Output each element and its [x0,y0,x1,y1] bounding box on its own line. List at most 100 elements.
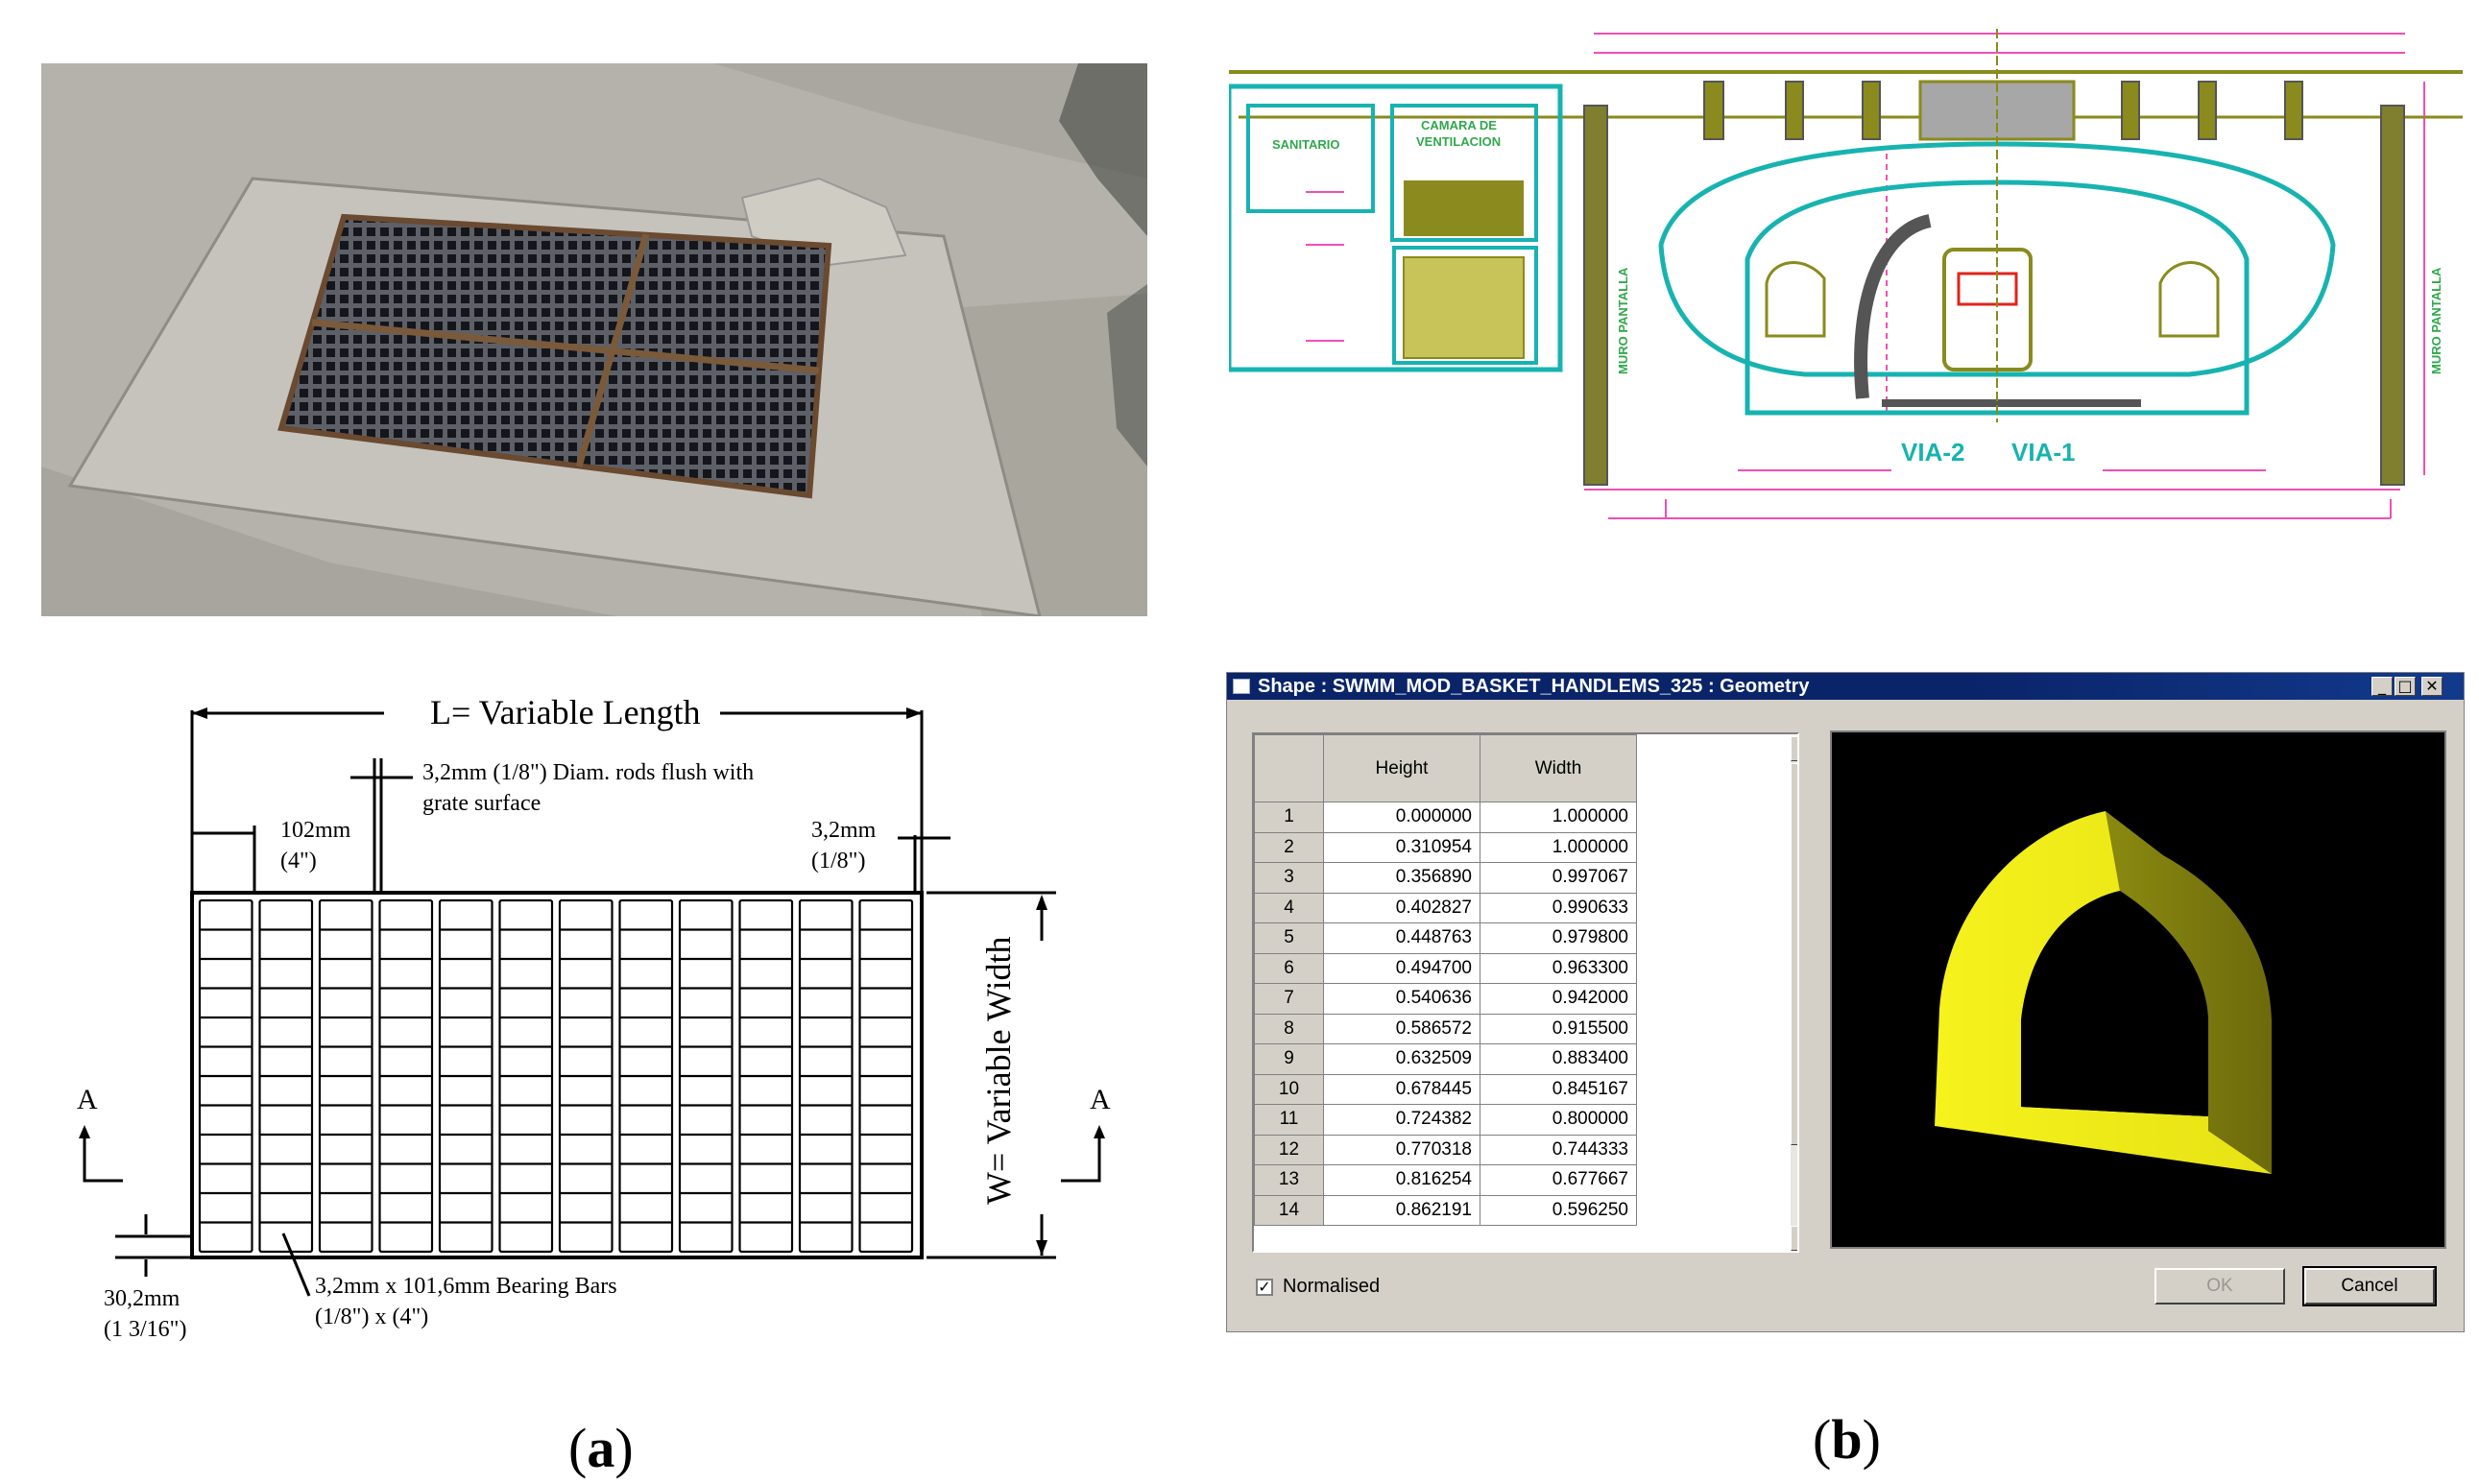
section-label-right: A [1090,1084,1111,1115]
spacing-mm-label: 102mm [280,818,351,843]
width-label: W= Variable Width [979,937,1018,1205]
row-number: 5 [1254,922,1324,954]
checkbox-check-icon[interactable]: ✓ [1256,1278,1273,1296]
window-title: Shape : SWMM_MOD_BASKET_HANDLEMS_325 : G… [1258,676,1810,697]
height-cell[interactable]: 0.632509 [1323,1043,1480,1075]
width-cell[interactable]: 0.990633 [1480,892,1637,923]
camara-label-1: CAMARA DE [1421,118,1497,132]
muro-pantalla-left-label: MURO PANTALLA [1616,267,1630,374]
height-cell[interactable]: 0.310954 [1323,831,1480,863]
bars-label-2: (1/8") x (4") [315,1304,428,1329]
caption-b: (b) [1813,1408,1881,1471]
width-cell[interactable]: 0.979800 [1480,922,1637,954]
scroll-thumb[interactable] [1791,763,1797,1145]
tunnel-cad-drawing: SANITARIO CAMARA DE VENTILACION VIA-2 VI… [1229,29,2463,519]
row-number: 7 [1254,983,1324,1015]
via-1-label: VIA-1 [2011,438,2075,467]
maximize-button[interactable]: □ [2395,677,2416,696]
row-number: 14 [1254,1194,1324,1226]
bearing-bar-grid [198,898,914,1254]
column-header-width[interactable]: Width [1480,734,1637,802]
row-number: 11 [1254,1104,1324,1136]
spacing-in-label: (4") [280,849,317,874]
row-number: 6 [1254,952,1324,984]
width-cell[interactable]: 0.997067 [1480,862,1637,894]
height-cell[interactable]: 0.678445 [1323,1073,1480,1105]
width-cell[interactable]: 1.000000 [1480,802,1637,833]
cancel-button[interactable]: Cancel [2302,1266,2437,1306]
width-cell[interactable]: 0.744333 [1480,1134,1637,1165]
normalised-label: Normalised [1283,1276,1381,1297]
grate-photo [41,63,1147,616]
rod-label-2: grate surface [422,791,541,816]
width-cell[interactable]: 0.800000 [1480,1104,1637,1136]
table-scrollbar[interactable]: ▲ ▼ [1791,736,1797,1251]
row-number: 10 [1254,1073,1324,1105]
app-icon [1233,679,1250,694]
height-cell[interactable]: 0.356890 [1323,862,1480,894]
height-cell[interactable]: 0.448763 [1323,922,1480,954]
width-cell[interactable]: 0.845167 [1480,1073,1637,1105]
ok-button[interactable]: OK [2154,1268,2285,1304]
height-cell[interactable]: 0.724382 [1323,1104,1480,1136]
scroll-up-icon[interactable]: ▲ [1791,736,1797,761]
normalised-checkbox[interactable]: ✓ Normalised [1256,1276,1380,1298]
column-header-height[interactable]: Height [1323,734,1480,802]
muro-pantalla-right-label: MURO PANTALLA [2429,267,2443,374]
width-cell[interactable]: 0.915500 [1480,1013,1637,1044]
width-cell[interactable]: 0.883400 [1480,1043,1637,1075]
width-cell[interactable]: 1.000000 [1480,831,1637,863]
width-cell[interactable]: 0.963300 [1480,952,1637,984]
row-number: 1 [1254,802,1324,833]
caption-a-letter: a [587,1417,615,1479]
depth-mm-label: 30,2mm [104,1286,181,1311]
width-cell[interactable]: 0.596250 [1480,1194,1637,1226]
shape-geometry-dialog: Shape : SWMM_MOD_BASKET_HANDLEMS_325 : G… [1226,672,2465,1332]
row-header-corner [1254,734,1324,802]
close-button[interactable]: ✕ [2421,677,2443,696]
scroll-down-icon[interactable]: ▼ [1791,1226,1797,1251]
basket-handle-shape-3d [1935,811,2272,1174]
height-cell[interactable]: 0.862191 [1323,1194,1480,1226]
height-cell[interactable]: 0.586572 [1323,1013,1480,1044]
height-cell[interactable]: 0.000000 [1323,802,1480,833]
row-number: 8 [1254,1013,1324,1044]
width-cell[interactable]: 0.677667 [1480,1164,1637,1196]
section-label-left: A [77,1084,98,1115]
rod-label-1: 3,2mm (1/8") Diam. rods flush with [422,760,754,785]
bars-label-1: 3,2mm x 101,6mm Bearing Bars [315,1274,617,1299]
width-cell[interactable]: 0.942000 [1480,983,1637,1015]
sanitario-label: SANITARIO [1272,137,1340,152]
shape-preview [1830,730,2446,1249]
title-bar: Shape : SWMM_MOD_BASKET_HANDLEMS_325 : G… [1227,673,2464,700]
height-cell[interactable]: 0.494700 [1323,952,1480,984]
height-cell[interactable]: 0.770318 [1323,1134,1480,1165]
row-number: 4 [1254,892,1324,923]
minimize-button[interactable]: _ [2371,677,2393,696]
height-cell[interactable]: 0.402827 [1323,892,1480,923]
height-cell[interactable]: 0.816254 [1323,1164,1480,1196]
edge-in-label: (1/8") [811,849,865,874]
camara-label-2: VENTILACION [1416,134,1501,149]
via-2-label: VIA-2 [1901,438,1964,467]
row-number: 13 [1254,1164,1324,1196]
height-cell[interactable]: 0.540636 [1323,983,1480,1015]
row-number: 12 [1254,1134,1324,1165]
row-number: 9 [1254,1043,1324,1075]
row-number: 3 [1254,862,1324,894]
